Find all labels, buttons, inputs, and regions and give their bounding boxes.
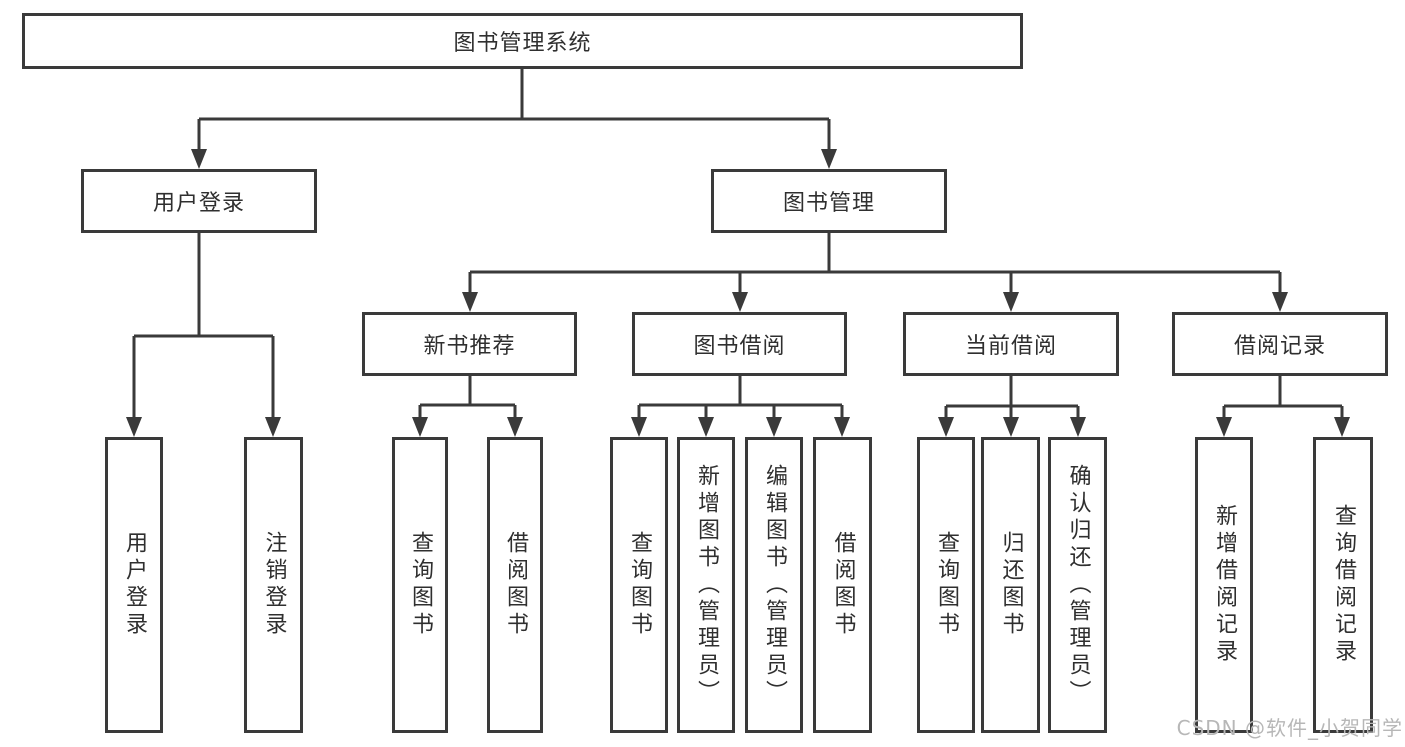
leaf-add-books-admin: 新增图书（管理员）: [677, 437, 735, 733]
edge-borrow-records-to-leaves: [1216, 376, 1350, 437]
edge-current-borrowing-to-leaves: [938, 376, 1086, 437]
leaf-confirm-return-admin: 确认归还（管理员）: [1048, 437, 1107, 733]
edge-book-management-to-sections: [462, 233, 1288, 312]
node-book-borrowing: 图书借阅: [632, 312, 847, 376]
edge-new-book-to-leaves: [412, 376, 523, 437]
leaf-logout: 注销登录: [244, 437, 303, 733]
leaf-query-books-2: 查询图书: [610, 437, 668, 733]
csdn-watermark: CSDN @软件_小贺同学: [1176, 716, 1403, 740]
leaf-query-books-1: 查询图书: [392, 437, 448, 733]
edge-user-login-to-leaves: [126, 233, 281, 437]
leaf-borrow-books-1: 借阅图书: [487, 437, 543, 733]
leaf-edit-books-admin: 编辑图书（管理员）: [745, 437, 803, 733]
node-user-login: 用户登录: [81, 169, 317, 233]
node-current-borrowing: 当前借阅: [903, 312, 1119, 376]
leaf-borrow-books-2: 借阅图书: [813, 437, 872, 733]
edge-root-to-level2: [191, 69, 837, 169]
leaf-add-borrow-record: 新增借阅记录: [1195, 437, 1253, 733]
leaf-user-login: 用户登录: [105, 437, 163, 733]
leaf-query-borrow-record: 查询借阅记录: [1313, 437, 1373, 733]
leaf-query-books-3: 查询图书: [917, 437, 975, 733]
edge-book-borrowing-to-leaves: [631, 376, 850, 437]
node-book-management: 图书管理: [711, 169, 947, 233]
leaf-return-books: 归还图书: [981, 437, 1040, 733]
node-new-book-recommendation: 新书推荐: [362, 312, 577, 376]
node-library-management-system: 图书管理系统: [22, 13, 1023, 69]
node-borrowing-records: 借阅记录: [1172, 312, 1388, 376]
